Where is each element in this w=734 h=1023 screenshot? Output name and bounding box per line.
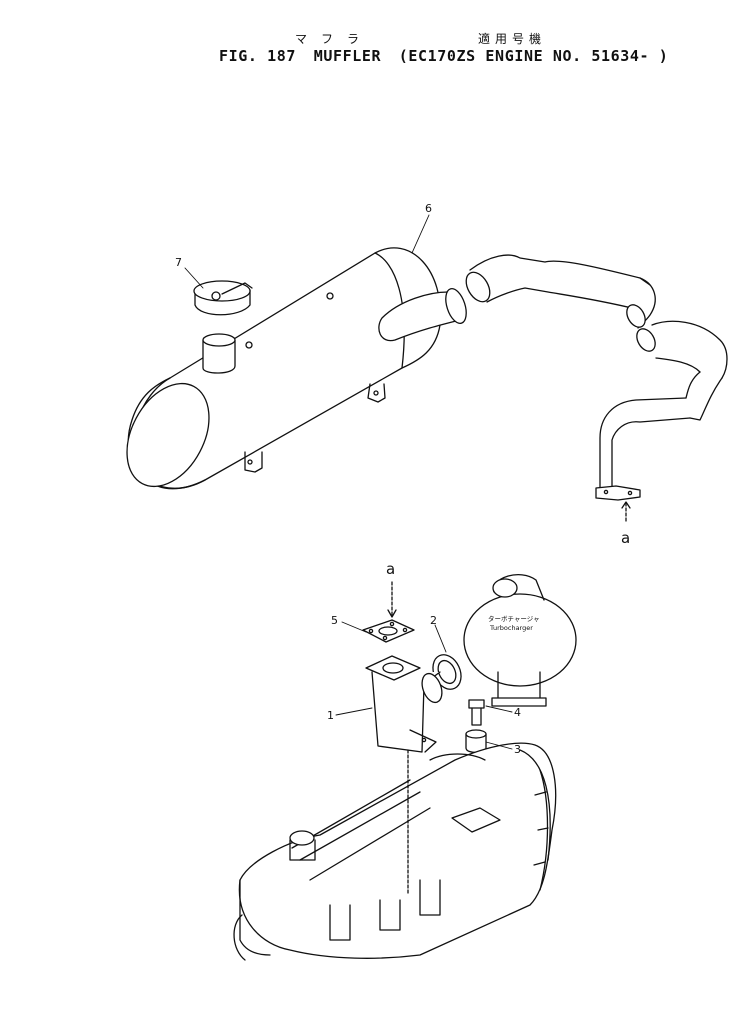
- gasket: [362, 619, 415, 643]
- engine-block: [233, 742, 557, 961]
- applicability: (EC170ZS ENGINE NO. 51634- ): [398, 47, 669, 65]
- figure-title: FIG. 187 MUFFLER (EC170ZS ENGINE NO. 516…: [219, 47, 676, 65]
- muffler-body: [126, 247, 467, 490]
- callout-7: 7: [175, 256, 182, 269]
- callout-3: 3: [514, 743, 521, 756]
- reference-arrow-upper: [621, 501, 631, 523]
- jp-applicability-label: 適用号機: [478, 32, 547, 46]
- reference-label-lower: a: [386, 560, 395, 578]
- spacer: [465, 729, 487, 754]
- turbocharger-label-en: Turbocharger: [489, 624, 533, 632]
- jp-part-name: マフラ: [295, 32, 374, 46]
- callout-4: 4: [514, 706, 521, 719]
- exhaust-pipe: [465, 254, 728, 501]
- callout-leaders: [184, 214, 513, 750]
- callout-5: 5: [331, 614, 338, 627]
- callout-6: 6: [425, 202, 432, 215]
- callout-2: 2: [430, 614, 437, 627]
- reference-arrow-lower: [387, 581, 397, 618]
- turbocharger: [463, 574, 577, 707]
- turbocharger-label-jp: ターボチャージャ: [488, 614, 539, 623]
- reference-label-upper: a: [621, 529, 630, 547]
- rain-cap: [193, 280, 253, 316]
- elbow-pipe: [365, 655, 443, 753]
- part-name: MUFFLER: [313, 47, 382, 65]
- figure-number: FIG. 187: [219, 47, 297, 65]
- bolt: [468, 699, 485, 726]
- callout-1: 1: [327, 709, 334, 722]
- seal-ring: [432, 654, 462, 690]
